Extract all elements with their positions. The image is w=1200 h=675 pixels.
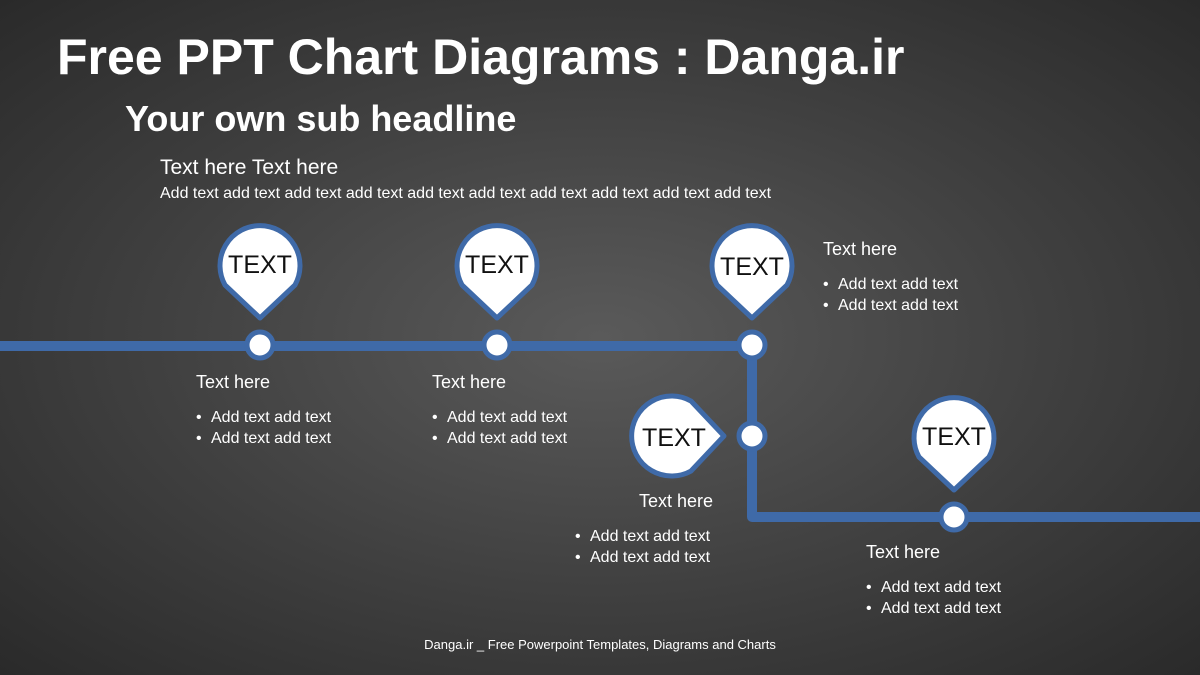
timeline-node-5 xyxy=(938,501,970,533)
list-item: •Add text add text xyxy=(575,549,711,566)
text-block-4: Text here •Add text add text •Add text a… xyxy=(575,491,713,568)
list-item: •Add text add text xyxy=(823,276,959,293)
timeline-node-2 xyxy=(481,329,513,361)
list-item: •Add text add text xyxy=(432,409,568,426)
timeline-node-4 xyxy=(736,420,768,452)
list-item: •Add text add text xyxy=(196,409,332,426)
timeline-pin-4: TEXT xyxy=(629,393,727,479)
timeline-pin-1: TEXT xyxy=(217,223,303,321)
pin-label-1: TEXT xyxy=(228,251,292,279)
text-block-1: Text here •Add text add text •Add text a… xyxy=(196,372,331,449)
timeline-pin-3: TEXT xyxy=(709,223,795,321)
timeline-node-1 xyxy=(244,329,276,361)
text-block-2: Text here •Add text add text •Add text a… xyxy=(432,372,567,449)
list-item: •Add text add text xyxy=(432,430,568,447)
list-item: •Add text add text xyxy=(823,297,959,314)
block-heading: Text here xyxy=(432,372,507,392)
block-heading: Text here xyxy=(866,542,941,562)
pin-label-3: TEXT xyxy=(720,253,784,281)
page-subtitle: Your own sub headline xyxy=(125,98,517,139)
list-item: •Add text add text xyxy=(575,528,711,545)
page-title: Free PPT Chart Diagrams : Danga.ir xyxy=(57,29,905,85)
intro-heading: Text here Text here xyxy=(160,156,339,179)
block-heading: Text here xyxy=(823,239,898,259)
block-heading: Text here xyxy=(639,491,714,511)
intro-body: Add text add text add text add text add … xyxy=(160,185,772,202)
pin-label-5: TEXT xyxy=(922,423,986,451)
list-item: •Add text add text xyxy=(866,579,1002,596)
list-item: •Add text add text xyxy=(866,600,1002,617)
text-block-3: Text here •Add text add text •Add text a… xyxy=(823,239,958,316)
timeline-pin-2: TEXT xyxy=(454,223,540,321)
timeline-node-3 xyxy=(736,329,768,361)
list-item: •Add text add text xyxy=(196,430,332,447)
pin-label-2: TEXT xyxy=(465,251,529,279)
block-heading: Text here xyxy=(196,372,271,392)
pin-label-4: TEXT xyxy=(642,424,706,452)
timeline-pin-5: TEXT xyxy=(911,395,997,493)
text-block-5: Text here •Add text add text •Add text a… xyxy=(866,542,1001,619)
footer-credit: Danga.ir _ Free Powerpoint Templates, Di… xyxy=(424,637,776,652)
